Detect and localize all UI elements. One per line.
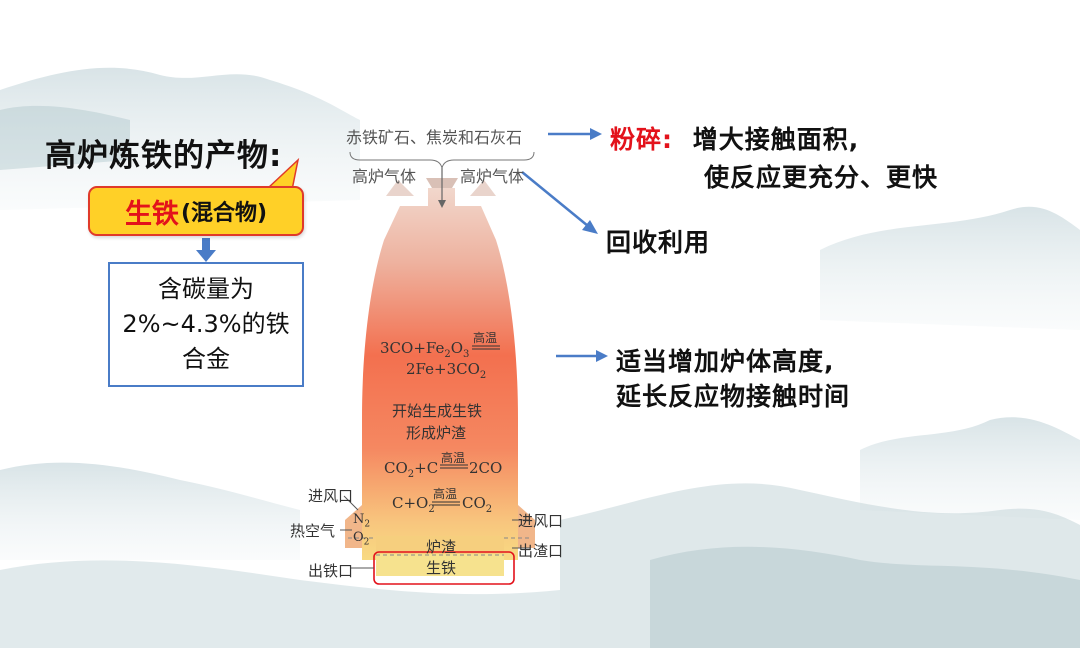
form-slag-label: 形成炉渣: [406, 424, 467, 442]
pig-iron-layer-label: 生铁: [426, 559, 457, 577]
furnace-body: [362, 188, 518, 560]
air-inlet-right-label: 进风口: [518, 512, 564, 530]
pig-iron-name: 生铁: [124, 198, 179, 230]
reaction-2-condition: 高温: [441, 451, 466, 465]
height-line-2: 延长反应物接触时间: [616, 382, 851, 411]
reaction-3-product: CO2: [462, 494, 493, 515]
reaction-3-condition: 高温: [433, 487, 458, 501]
slag-label: 炉渣: [426, 538, 457, 556]
hot-air-label: 热空气: [290, 522, 336, 540]
iron-outlet-label: 出铁口: [308, 562, 354, 580]
slag-outlet-label: 出渣口: [518, 542, 564, 560]
air-inlet-left-label: 进风口: [308, 487, 354, 505]
raw-materials-label: 赤铁矿石、焦炭和石灰石: [346, 128, 523, 147]
furnace-gas-left: 高炉气体: [352, 167, 417, 186]
reaction-3: C+O2: [392, 494, 435, 515]
reaction-1-product: 2Fe+3CO2: [406, 360, 487, 381]
arrow-to-height: [556, 350, 608, 362]
pig-iron-callout: 生铁 (混合物): [88, 186, 304, 236]
reaction-2-product: 2CO: [469, 459, 503, 477]
begin-iron-label: 开始生成生铁: [392, 402, 483, 420]
crush-line-1: 增大接触面积,: [692, 125, 860, 154]
arrow-to-crush: [548, 128, 602, 140]
carbon-content-box: 含碳量为 2%~4.3%的铁 合金: [108, 262, 304, 387]
o2-label: O2: [353, 530, 370, 548]
crush-note: 粉碎: 增大接触面积,: [610, 120, 859, 156]
carbon-line-3: 合金: [182, 345, 230, 373]
arrow-down-to-carbon: [196, 238, 216, 262]
reaction-2: CO2+C: [384, 459, 439, 480]
carbon-line-2: 2%~4.3%的铁: [122, 310, 290, 338]
furnace-gas-right: 高炉气体: [460, 167, 525, 186]
crush-line-2: 使反应更充分、更快: [704, 163, 939, 192]
pig-iron-note: (混合物): [180, 201, 268, 226]
arrow-to-recycle: [521, 171, 598, 234]
recycle-note: 回收利用: [606, 228, 711, 257]
carbon-line-1: 含碳量为: [158, 275, 254, 303]
reaction-1: 3CO+Fe2O3: [380, 339, 470, 360]
crush-label: 粉碎:: [610, 125, 673, 154]
n2-label: N2: [353, 512, 371, 530]
page-title: 高炉炼铁的产物:: [45, 138, 283, 174]
reaction-1-condition: 高温: [473, 331, 498, 345]
height-line-1: 适当增加炉体高度,: [616, 347, 835, 376]
